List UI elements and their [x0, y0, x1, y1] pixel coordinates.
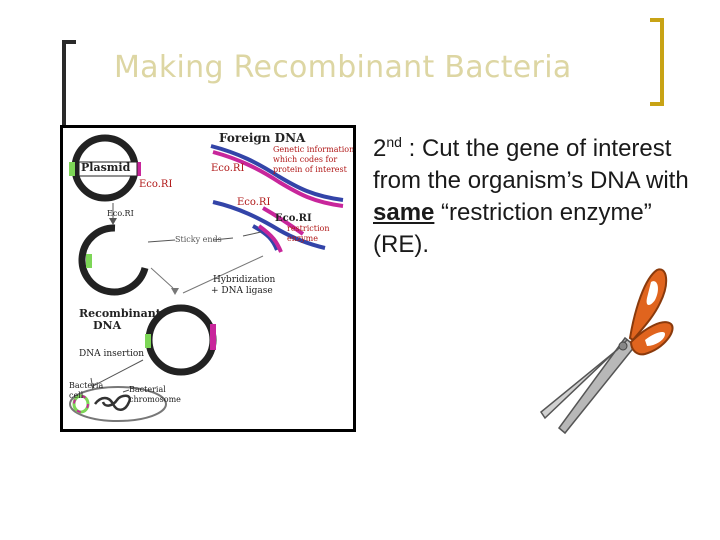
- recombinant-dna-label: DNA: [93, 319, 122, 332]
- hybridization-label: Hybridization: [213, 275, 276, 285]
- bacterial-label: Bacterial: [129, 385, 166, 394]
- recombinant-dna-diagram: Foreign DNA Genetic information which co…: [60, 125, 356, 432]
- genetic-info-label-2: which codes for: [273, 155, 338, 164]
- plasmid-label: Plasmid: [81, 161, 131, 174]
- genetic-info-label-1: Genetic information: [273, 145, 355, 154]
- restriction-label: restriction: [287, 224, 330, 233]
- foreign-dna-label: Foreign DNA: [219, 131, 306, 145]
- right-bracket-decoration: [650, 18, 664, 106]
- bullet-text-part2: “restriction enzyme” (RE).: [373, 199, 652, 258]
- ecori-small-label: Eco.RI: [107, 209, 134, 218]
- dna-ligase-label: + DNA ligase: [211, 286, 273, 296]
- bullet-text-part1: : Cut the gene of interest from the orga…: [373, 135, 689, 194]
- enzyme-label: enzyme: [287, 234, 318, 243]
- genetic-info-label-3: protein of interest: [273, 165, 347, 174]
- recombinant-label: Recombinant: [79, 307, 161, 320]
- ecori-label-3: Eco.RI: [237, 197, 271, 208]
- bullet-point-text: 2nd : Cut the gene of interest from the …: [373, 133, 713, 261]
- scissors-icon: [505, 268, 675, 443]
- ecori-label-2: Eco.RI: [139, 179, 173, 190]
- emphasis-same: same: [373, 199, 435, 226]
- sticky-ends-label: Sticky ends: [175, 235, 222, 244]
- ordinal-number: 2: [373, 135, 387, 162]
- left-bracket-decoration: [62, 40, 76, 130]
- cell-label: cell: [69, 391, 84, 400]
- slide-title: Making Recombinant Bacteria: [114, 50, 572, 85]
- bacteria-label: Bacteria: [69, 381, 104, 390]
- ordinal-suffix: nd: [386, 134, 402, 150]
- ecori-label-4: Eco.RI: [275, 213, 312, 224]
- chromosome-label: chromosome: [129, 395, 181, 404]
- diagram-graphics: [69, 134, 344, 422]
- ecori-label-1: Eco.RI: [211, 163, 245, 174]
- dna-insertion-label: DNA insertion: [79, 349, 145, 359]
